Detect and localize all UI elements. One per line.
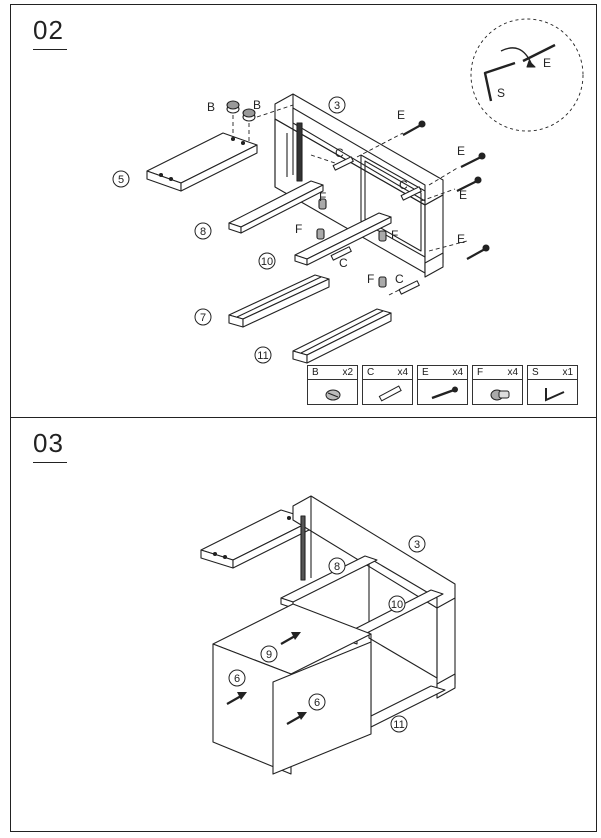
step-number: 03 xyxy=(33,428,64,458)
label-c-3: C xyxy=(339,256,348,270)
part-11-label: 11 xyxy=(393,719,404,731)
step-02-panel: 02 xyxy=(10,4,597,418)
step-underline xyxy=(33,462,67,463)
step-03-diagram: 3 8 10 9 6 6 11 xyxy=(200,495,456,775)
label-f-4: F xyxy=(367,272,374,286)
part-8-label: 8 xyxy=(334,561,340,573)
legend-code: E xyxy=(422,367,429,378)
legend-code: S xyxy=(532,367,539,378)
label-f-2: F xyxy=(295,222,302,236)
part-6-label-2: 6 xyxy=(314,697,320,709)
allen-key-detail xyxy=(470,18,584,132)
top-panel-5 xyxy=(146,132,258,192)
step-03-panel: 03 xyxy=(10,418,597,832)
label-b: B xyxy=(207,100,215,114)
part-10-label: 10 xyxy=(261,256,273,268)
label-f: F xyxy=(319,190,326,204)
label-f-3: F xyxy=(391,228,398,242)
label-e-4: E xyxy=(457,232,465,246)
label-c-4: C xyxy=(395,272,404,286)
arrow-icon xyxy=(286,712,307,725)
legend-qty: x1 xyxy=(562,367,573,378)
legend-qty: x4 xyxy=(397,367,408,378)
legend-item-f: F x4 xyxy=(472,365,523,405)
legend-code: B xyxy=(312,367,319,378)
rail-10 xyxy=(294,212,392,266)
side-panel-3 xyxy=(274,93,444,278)
legend-item-b: B x2 xyxy=(307,365,358,405)
label-e-2: E xyxy=(457,144,465,158)
label-s: S xyxy=(497,86,505,100)
legend-qty: x2 xyxy=(342,367,353,378)
part-3-label: 3 xyxy=(334,100,340,112)
part-6-label: 6 xyxy=(234,673,240,685)
arrow-icon xyxy=(280,632,301,645)
cam-bolt-f xyxy=(316,198,387,288)
allen-key-icon xyxy=(545,388,565,402)
top-panel-5 xyxy=(200,509,314,569)
arrow-icon xyxy=(226,692,247,705)
legend-item-c: C x4 xyxy=(362,365,413,405)
label-e: E xyxy=(397,108,405,122)
legend-code: C xyxy=(367,367,375,378)
part-9-label: 9 xyxy=(266,649,272,661)
cam-lock-b xyxy=(226,100,256,122)
rail-8 xyxy=(228,180,324,234)
bottom-rail-7 xyxy=(228,274,330,328)
label-e-detail: E xyxy=(543,56,551,70)
dowel-c xyxy=(330,156,422,295)
part-8-label: 8 xyxy=(200,226,206,238)
part-7-label: 7 xyxy=(200,312,206,324)
cam-lock-icon xyxy=(325,389,341,401)
legend-qty: x4 xyxy=(452,367,463,378)
part-3-label: 3 xyxy=(414,539,420,551)
screw-icon xyxy=(431,386,458,400)
hardware-legend: B x2 C x4 E x4 F x4 xyxy=(307,365,578,405)
label-e-3: E xyxy=(459,188,467,202)
screw-e xyxy=(402,120,490,260)
bottom-rail-11 xyxy=(292,308,392,364)
legend-qty: x4 xyxy=(507,367,518,378)
part-11-label: 11 xyxy=(257,350,268,362)
step-underline xyxy=(33,49,67,50)
step-02-diagram: B B C C C C E E E E E S F F F F 3 5 8 10… xyxy=(112,18,584,364)
label-c-2: C xyxy=(399,178,408,192)
legend-item-s: S x1 xyxy=(527,365,578,405)
part-5-label: 5 xyxy=(118,174,124,186)
legend-code: F xyxy=(477,367,484,378)
label-c: C xyxy=(335,146,344,160)
legend-item-e: E x4 xyxy=(417,365,468,405)
label-b-2: B xyxy=(253,98,261,112)
part-10-label: 10 xyxy=(391,599,403,611)
dowel-icon xyxy=(378,385,402,402)
cam-bolt-icon xyxy=(490,389,510,401)
step-number: 02 xyxy=(33,15,64,45)
